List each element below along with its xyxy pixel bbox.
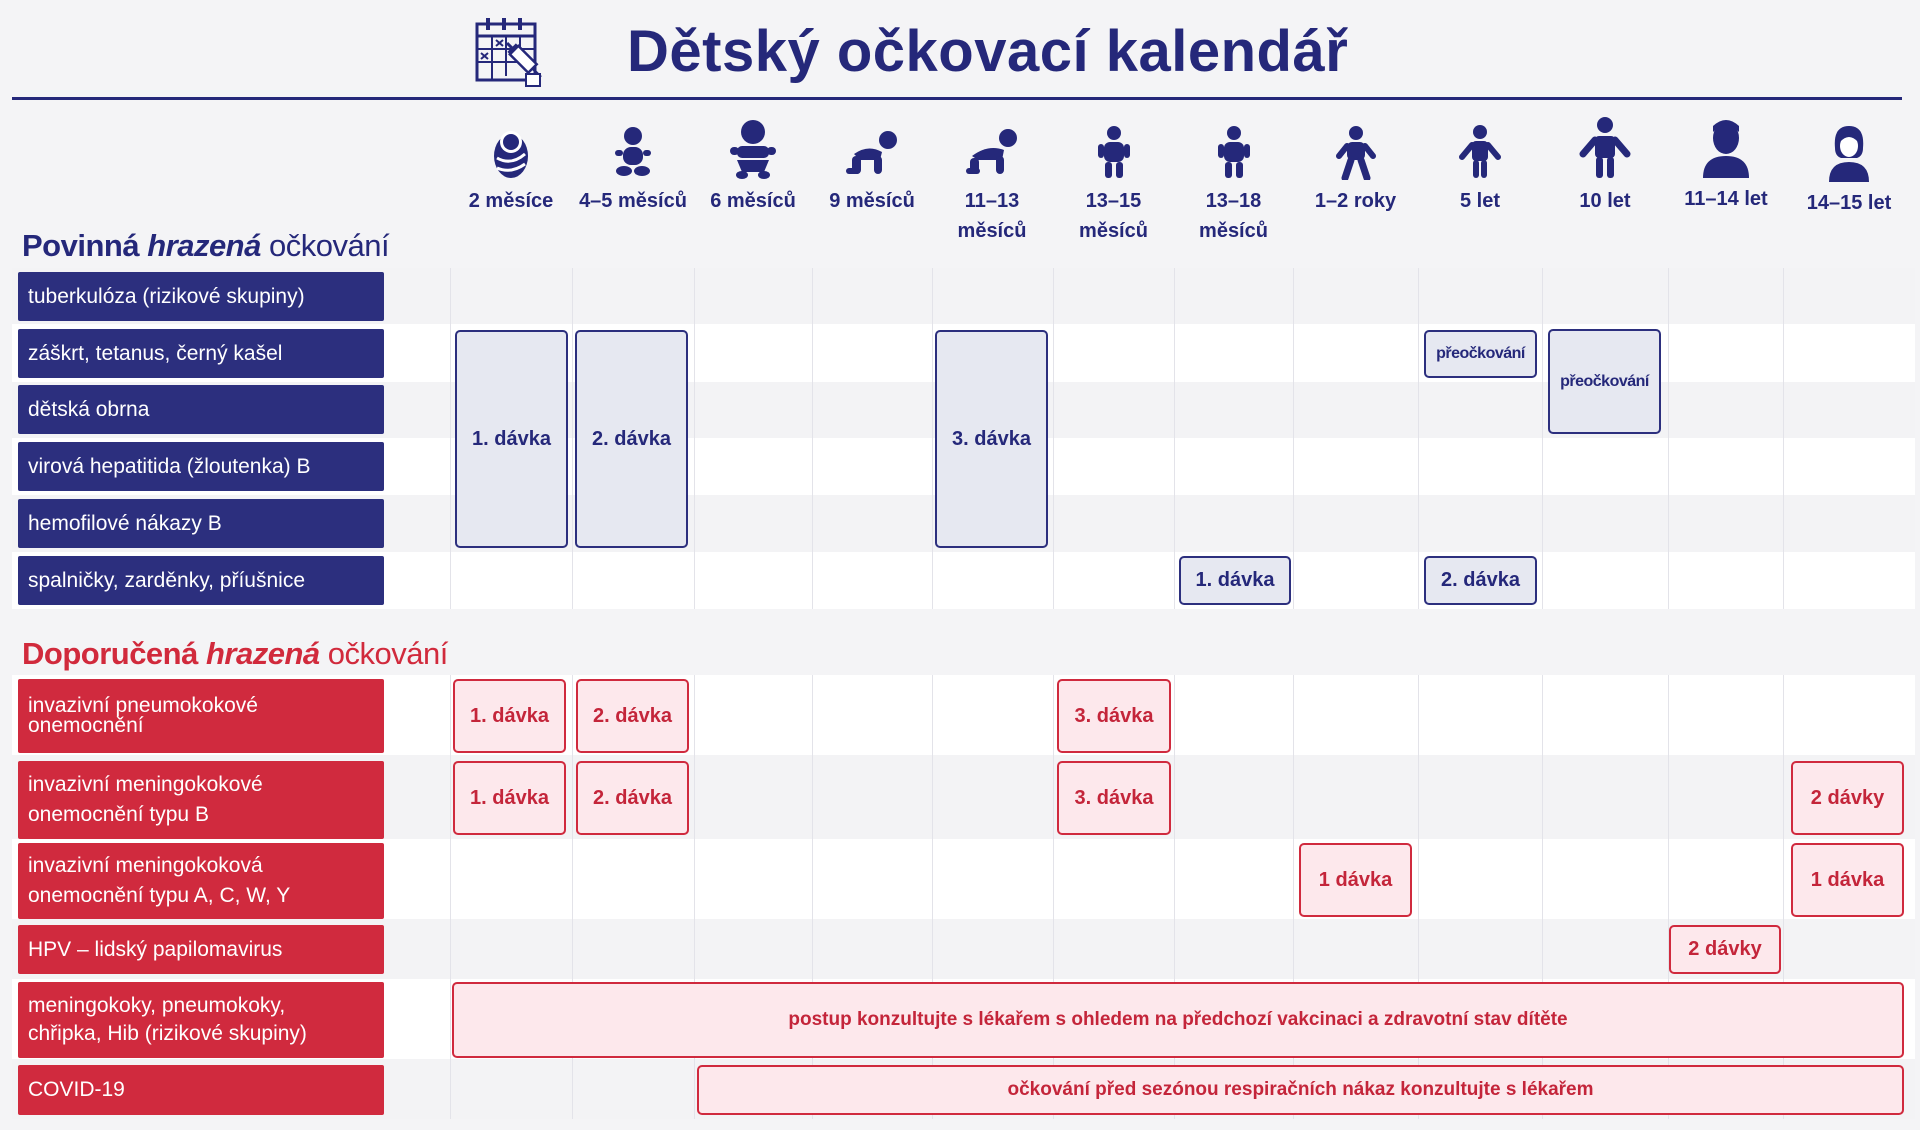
hpv-doses: 2 dávky (1669, 925, 1781, 974)
grid-line (572, 268, 573, 609)
grid-line (1174, 675, 1175, 1119)
grid-line (932, 268, 933, 609)
toddler-icon (1097, 126, 1130, 178)
grid-line (1418, 675, 1419, 1119)
grid-line (1668, 675, 1669, 1119)
swaddled-baby-icon (494, 131, 528, 178)
grid-line (1668, 268, 1669, 609)
pneumococcal-dose-3: 3. dávka (1057, 679, 1171, 753)
age-column-10y: 10 let (1545, 116, 1665, 216)
grid-line (1293, 675, 1294, 1119)
mmr-dose-1: 1. dávka (1179, 556, 1291, 605)
age-label: 13–18 (1205, 190, 1262, 212)
age-column-11-13m: 11–13 měsíců (935, 124, 1049, 246)
age-column-13-15m: 13–15 měsíců (1056, 124, 1171, 246)
age-column-4-5m: 4–5 měsíců (575, 124, 691, 216)
grid-line (694, 675, 695, 1119)
grid-line (694, 268, 695, 609)
risk-groups-note: postup konzultujte s lékařem s ohledem n… (452, 982, 1904, 1058)
grid-line (1053, 675, 1054, 1119)
recommended-section-title: Doporučená hrazená očkování (22, 636, 448, 671)
booster-dose-10y: přeočkování (1548, 329, 1661, 434)
boy-portrait-icon (1703, 120, 1749, 178)
disease-label: dětská obrna (18, 385, 384, 434)
age-label: 6 měsíců (710, 190, 796, 212)
hexavalent-dose-3: 3. dávka (935, 330, 1048, 548)
pneumococcal-dose-2: 2. dávka (576, 679, 689, 753)
age-label: 10 let (1579, 190, 1631, 212)
grid-line (1293, 268, 1294, 609)
grid-line (450, 675, 451, 1119)
grid-line (932, 675, 933, 1119)
meningococcal-b-teen-doses: 2 dávky (1791, 761, 1904, 835)
walking-child-icon (1335, 126, 1376, 180)
meningococcal-b-dose-3: 3. dávka (1057, 761, 1171, 835)
hexavalent-dose-2: 2. dávka (575, 330, 688, 548)
mmr-dose-2: 2. dávka (1424, 556, 1537, 605)
grid-line (1418, 268, 1419, 609)
age-column-5y: 5 let (1421, 124, 1539, 216)
sitting-baby-icon (615, 127, 651, 176)
crawling-baby-icon (846, 131, 897, 174)
disease-label: meningokoky, pneumokoky,chřipka, Hib (ri… (18, 982, 384, 1058)
disease-label: virová hepatitida (žloutenka) B (18, 442, 384, 491)
grid-line (572, 675, 573, 1119)
covid-note: očkování před sezónou respiračních nákaz… (697, 1065, 1904, 1115)
age-label: 14–15 let (1806, 192, 1892, 214)
meningococcal-acwy-teen-dose: 1 dávka (1791, 843, 1904, 917)
grid-line (1542, 268, 1543, 609)
age-label: 9 měsíců (829, 190, 915, 212)
age-column-14-15y: 14–15 let (1786, 124, 1912, 218)
age-label: 4–5 měsíců (579, 190, 687, 212)
disease-label: spalničky, zarděnky, příušnice (18, 556, 384, 605)
age-label: 1–2 roky (1314, 190, 1397, 212)
disease-label: tuberkulóza (rizikové skupiny) (18, 272, 384, 321)
age-label: 2 měsíce (468, 190, 554, 212)
pneumococcal-dose-1: 1. dávka (453, 679, 566, 753)
disease-label: COVID-19 (18, 1065, 384, 1115)
hexavalent-dose-1: 1. dávka (455, 330, 568, 548)
page-title: Dětský očkovací kalendář (627, 19, 1349, 84)
disease-label: HPV – lidský papilomavirus (18, 925, 384, 974)
age-label-line2: měsíců (1199, 220, 1268, 242)
grid-line (1174, 268, 1175, 609)
calendar-vaccine-icon (475, 18, 542, 87)
age-label: 11–14 let (1684, 188, 1768, 210)
crawling-baby-icon (966, 129, 1017, 174)
grid-line (812, 268, 813, 609)
mandatory-section-title: Povinná hrazená očkování (22, 228, 390, 263)
dtp-booster-dose: přeočkování (1424, 330, 1537, 378)
grid-line (450, 268, 451, 609)
grid-line (1783, 675, 1784, 1119)
age-label: 5 let (1459, 190, 1501, 212)
age-column-2m: 2 měsíce (455, 124, 567, 216)
grid-line (1053, 268, 1054, 609)
age-column-6m: 6 měsíců (697, 118, 809, 216)
age-column-1-2y: 1–2 roky (1296, 124, 1415, 216)
age-column-9m: 9 měsíců (815, 124, 929, 216)
child-icon (1459, 125, 1501, 178)
meningococcal-acwy-dose: 1 dávka (1299, 843, 1412, 917)
age-column-13-18m: 13–18 měsíců (1177, 124, 1290, 246)
toddler-icon (1217, 126, 1250, 178)
girl-portrait-icon (1829, 126, 1869, 182)
age-label: 13–15 (1085, 190, 1142, 212)
age-label-line2: měsíců (957, 220, 1027, 242)
age-label: 11–13 (964, 190, 1020, 212)
age-column-11-14y: 11–14 let (1671, 118, 1781, 214)
grid-line (1783, 268, 1784, 609)
disease-label: hemofilové nákazy B (18, 499, 384, 548)
child-icon (1579, 117, 1631, 178)
baby-diaper-icon (730, 120, 776, 179)
title-divider (12, 97, 1902, 100)
grid-line (812, 675, 813, 1119)
disease-label: záškrt, tetanus, černý kašel (18, 329, 384, 378)
meningococcal-b-dose-1: 1. dávka (453, 761, 566, 835)
age-label-line2: měsíců (1079, 220, 1148, 242)
meningococcal-b-dose-2: 2. dávka (576, 761, 689, 835)
grid-line (1542, 675, 1543, 1119)
